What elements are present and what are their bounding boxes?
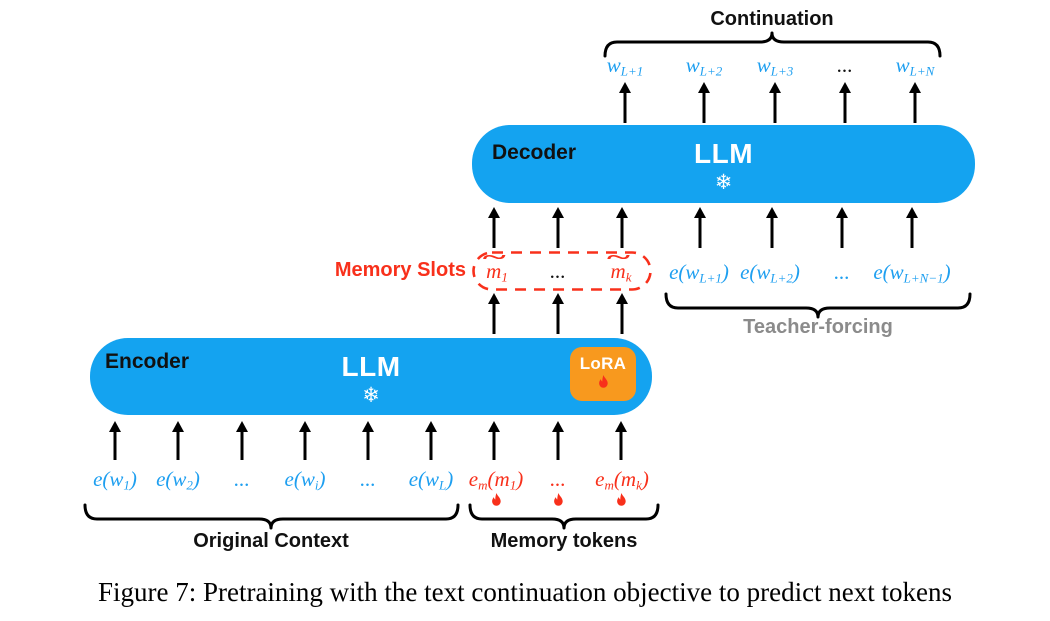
up-arrow (614, 421, 628, 460)
encoder-llm-label: LLM (341, 351, 401, 382)
ellipsis: ... (234, 467, 250, 491)
flame-icon (492, 493, 501, 506)
ellipsis: ... (834, 260, 850, 284)
up-arrow (108, 421, 122, 460)
context-token: e(wL) (408, 467, 454, 493)
up-arrow (487, 207, 501, 248)
lora-box: LoRA (570, 347, 636, 401)
output-token: wL+2 (685, 53, 723, 79)
up-arrow (838, 82, 852, 123)
flame-icon (617, 493, 626, 506)
up-arrow (693, 207, 707, 248)
memory-slots-dashed-box (472, 251, 652, 291)
teacher-forcing-underbrace (664, 292, 972, 319)
memory-tokens-underbrace (468, 503, 660, 530)
teacher-forcing-token: e(wL+N−1) (873, 260, 951, 286)
up-arrow (235, 421, 249, 460)
memory-slot-token: ~m1 (482, 245, 508, 285)
decoder-llm-label: LLM (693, 138, 754, 169)
output-token: wL+N (895, 53, 935, 79)
up-arrow (487, 293, 501, 334)
lora-label: LoRA (579, 354, 627, 373)
decoder-box: Decoder LLM ❄ (472, 125, 975, 203)
flame-icon (554, 493, 563, 506)
up-arrow (361, 421, 375, 460)
context-token: e(wi) (284, 467, 326, 493)
memory-slot-token: ~mk (606, 245, 632, 285)
figure-caption: Figure 7: Pretraining with the text cont… (97, 577, 953, 607)
up-arrow (615, 207, 629, 248)
context-token: e(w1) (93, 467, 137, 493)
decoder-label: Decoder (492, 141, 577, 164)
original-context-label: Original Context (193, 530, 349, 552)
up-arrow (171, 421, 185, 460)
up-arrow (551, 293, 565, 334)
ellipsis: ... (360, 467, 376, 491)
memory-input-token: em(mk) (595, 467, 649, 493)
memory-slots-label: Memory Slots (334, 259, 466, 281)
output-token: wL+1 (606, 53, 644, 79)
ellipsis: ... (837, 53, 853, 77)
encoder-label: Encoder (105, 350, 190, 373)
up-arrow (298, 421, 312, 460)
up-arrow (551, 207, 565, 248)
teacher-forcing-label: Teacher-forcing (743, 316, 893, 338)
output-token: wL+3 (756, 53, 794, 79)
snowflake-icon: ❄ (362, 384, 380, 407)
ellipsis: ... (550, 467, 566, 491)
memory-input-token: em(m1) (468, 467, 524, 493)
up-arrow (618, 82, 632, 123)
up-arrow (615, 293, 629, 334)
up-arrow (424, 421, 438, 460)
flame-icon (598, 375, 608, 388)
context-token: e(w2) (156, 467, 200, 493)
snowflake-icon: ❄ (714, 171, 733, 194)
up-arrow (835, 207, 849, 248)
memory-tokens-label: Memory tokens (490, 530, 638, 552)
up-arrow (551, 421, 565, 460)
ellipsis: ... (550, 259, 566, 283)
up-arrow (697, 82, 711, 123)
teacher-forcing-token: e(wL+2) (740, 260, 800, 286)
original-context-underbrace (83, 503, 460, 530)
up-arrow (768, 82, 782, 123)
up-arrow (908, 82, 922, 123)
teacher-forcing-token: e(wL+1) (669, 260, 729, 286)
up-arrow (905, 207, 919, 248)
encoder-box: Encoder LLM ❄ LoRA (90, 338, 652, 415)
up-arrow (765, 207, 779, 248)
up-arrow (487, 421, 501, 460)
continuation-label: Continuation (710, 8, 834, 30)
